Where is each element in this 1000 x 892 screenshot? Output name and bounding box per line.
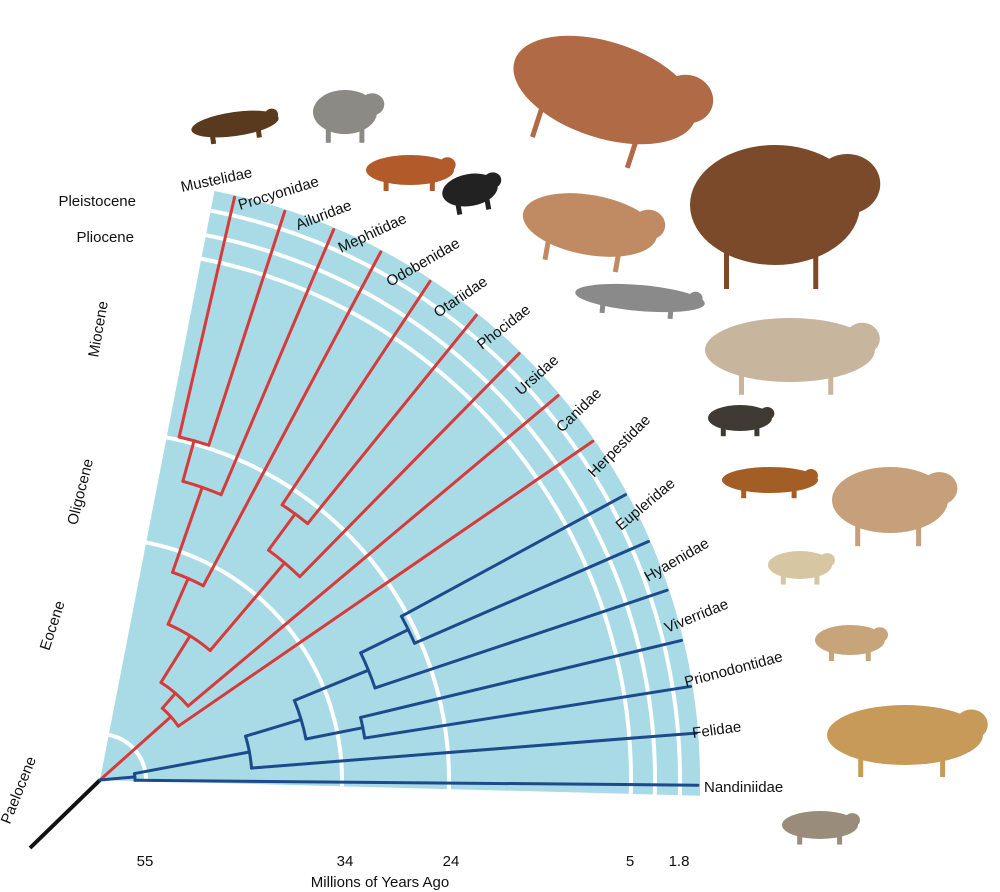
family-label-mustelidae: Mustelidae — [179, 164, 253, 196]
wolf-illustration — [705, 318, 880, 395]
time-axis: 55 34 24 5 1.8 Millions of Years Ago — [137, 853, 690, 891]
linsang-illustration — [815, 625, 888, 661]
bear-illustration — [690, 145, 880, 289]
weasel-illustration — [190, 106, 281, 147]
root-stem — [30, 780, 100, 848]
seal-illustration — [574, 279, 706, 321]
epoch-label-pleistocene: Pleistocene — [58, 193, 136, 210]
epoch-label-miocene: Miocene — [85, 300, 112, 359]
sea-lion-illustration — [516, 184, 669, 280]
tick-label-34: 34 — [337, 853, 354, 870]
genet-illustration — [768, 551, 835, 585]
epoch-label-eocene: Eocene — [37, 599, 69, 653]
axis-title: Millions of Years Ago — [311, 874, 449, 891]
walrus-illustration — [494, 15, 722, 187]
jaguar-illustration — [827, 705, 988, 777]
raccoon-illustration — [313, 90, 384, 143]
epoch-label-oligocene: Oligocene — [64, 457, 97, 527]
branch-arc-node-9 — [134, 774, 135, 781]
fossa-illustration — [722, 467, 818, 498]
epoch-label-paelocene: Paelocene — [0, 754, 40, 826]
tick-label-1-8: 1.8 — [669, 853, 690, 870]
epoch-label-pliocene: Pliocene — [76, 229, 134, 246]
family-label-prionodontidae: Prionodontidae — [683, 648, 785, 691]
family-label-felidae: Felidae — [691, 718, 742, 742]
mongoose-illustration — [708, 405, 774, 436]
tick-label-55: 55 — [137, 853, 154, 870]
african-palm-civet-illustration — [782, 811, 860, 845]
family-label-nandiniidae: Nandiniidae — [704, 779, 783, 796]
red-panda-illustration — [366, 155, 456, 191]
tick-label-24: 24 — [443, 853, 460, 870]
hyena-illustration — [832, 467, 957, 546]
tick-label-5: 5 — [626, 853, 634, 870]
